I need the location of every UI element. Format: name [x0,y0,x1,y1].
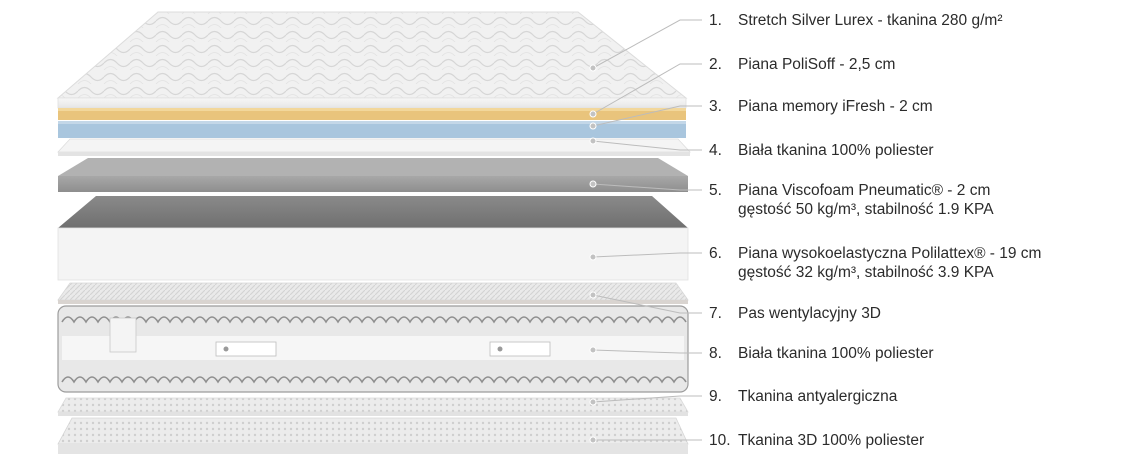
layer-3-memory-foam [58,121,686,138]
leader-line-9 [592,395,702,403]
layer-number-9: 9. [709,388,722,405]
leader-dot-4 [589,137,597,145]
layer-number-1: 1. [709,12,722,29]
layer-1-quilted-top [56,11,688,109]
layer-text-9: Tkanina antyalergiczna [738,388,898,405]
leader-line-7 [592,294,702,314]
layer-label-7: 7. Pas wentylacyjny 3D [709,304,881,323]
layer-text-8: Biała tkanina 100% poliester [738,345,934,362]
layer-number-5: 5. [709,182,722,199]
leader-dot-10 [589,436,597,444]
layer-number-4: 4. [709,142,722,159]
layer-text-1: Stretch Silver Lurex - tkanina 280 g/m² [738,12,1003,29]
layer-label-2: 2. Piana PoliSoff - 2,5 cm [709,55,895,74]
layer-number-3: 3. [709,98,722,115]
layer-label-5: 5. Piana Viscofoam Pneumatic® - 2 cm gęst… [709,181,994,219]
layer-8-spring-core [57,305,689,393]
layer-text-6: Piana wysokoelastyczna Polilattex® - 19 … [738,245,1042,262]
layer-subtext-6: gęstość 32 kg/m³, stabilność 3.9 KPA [738,264,994,281]
layer-4-white-fabric [57,138,691,156]
layer-number-6: 6. [709,245,722,262]
leader-line-5 [592,183,702,191]
leader-line-6 [592,252,702,258]
leader-dot-9 [589,398,597,406]
leader-lines [592,19,702,441]
layer-label-10: 10. Tkanina 3D 100% poliester [709,431,924,450]
layer-number-8: 8. [709,345,722,362]
layer-label-4: 4. Biała tkanina 100% poliester [709,141,934,160]
layer-2-polisoff-foam [58,108,686,120]
leader-dot-1 [589,64,597,72]
leader-dot-2 [589,110,597,118]
leader-dots [589,64,597,444]
layer-text-7: Pas wentylacyjny 3D [738,305,882,322]
layer-number-10: 10. [709,432,731,449]
layer-text-2: Piana PoliSoff - 2,5 cm [738,56,896,73]
leader-line-1 [592,19,702,69]
layer-text-10: Tkanina 3D 100% poliester [738,432,925,449]
layer-number-2: 2. [709,56,722,73]
layer-10-3d-fabric [57,417,689,454]
layer-number-7: 7. [709,305,722,322]
layer-5-viscofoam [58,158,688,192]
leader-dot-3 [589,122,597,130]
leader-dot-6 [589,253,597,261]
layer-text-5: Piana Viscofoam Pneumatic® - 2 cm [738,182,991,199]
leader-dot-5 [589,180,597,188]
leader-line-2 [592,63,702,115]
leader-line-4 [592,140,702,151]
leader-line-3 [592,105,702,127]
layer-7-ventilation-strip [57,282,689,304]
layer-label-9: 9. Tkanina antyalergiczna [709,387,897,406]
layer-subtext-5: gęstość 50 kg/m³, stabilność 1.9 KPA [738,201,994,218]
layer-text-4: Biała tkanina 100% poliester [738,142,934,159]
leader-line-8 [592,349,702,354]
layer-9-antiallergic-fabric [57,397,689,416]
leader-dot-7 [589,291,597,299]
leader-dot-8 [589,346,597,354]
layer-label-3: 3. Piana memory iFresh - 2 cm [709,97,933,116]
layer-label-6: 6. Piana wysokoelastyczna Polilattex® - 1… [709,244,1041,282]
layer-text-3: Piana memory iFresh - 2 cm [738,98,933,115]
layer-label-1: 1. Stretch Silver Lurex - tkanina 280 g/m… [709,11,1002,30]
layer-6-polilattex [57,196,689,281]
layer-label-8: 8. Biała tkanina 100% poliester [709,344,934,363]
